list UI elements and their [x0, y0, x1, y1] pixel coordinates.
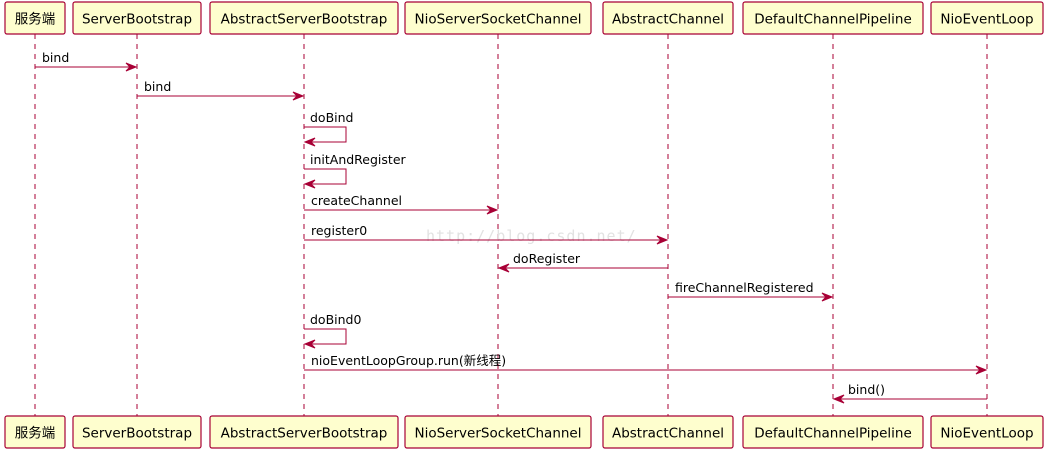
- message-arrow-line: [304, 126, 347, 143]
- participant-defaultchannelpipeline-bottom: DefaultChannelPipeline: [742, 415, 924, 449]
- message-label: bind: [144, 79, 171, 94]
- message-arrow-line: [304, 328, 347, 345]
- arrowhead: [303, 339, 316, 349]
- message-label: nioEventLoopGroup.run(新线程): [311, 353, 506, 368]
- arrowhead: [975, 365, 988, 375]
- participant-nioeventloop-top: NioEventLoop: [930, 1, 1044, 35]
- participant-server-top: 服务端: [4, 1, 66, 35]
- arrowhead: [497, 263, 510, 273]
- participant-label: AbstractChannel: [612, 12, 724, 28]
- message-label: doBind: [310, 110, 354, 125]
- participant-box: [404, 415, 592, 449]
- message-initandregister: initAndRegister: [303, 152, 407, 189]
- participant-serverbootstrap-bottom: ServerBootstrap: [72, 415, 202, 449]
- arrowhead: [292, 91, 305, 101]
- watermark-text: http://blog.csdn.net/: [426, 227, 637, 245]
- participant-label: NioServerSocketChannel: [415, 12, 582, 28]
- arrowhead: [486, 205, 499, 215]
- message-register0: register0: [304, 223, 669, 245]
- arrowhead: [303, 137, 316, 147]
- participant-box: [742, 1, 924, 35]
- message-dobind0: doBind0: [303, 312, 361, 349]
- message-label: bind(): [848, 382, 885, 397]
- message-label: fireChannelRegistered: [675, 280, 814, 295]
- message-bind: bind: [35, 50, 138, 72]
- participant-box: [742, 415, 924, 449]
- participant-box: [930, 415, 1044, 449]
- participant-box: [930, 1, 1044, 35]
- participant-server-bottom: 服务端: [4, 415, 66, 449]
- participant-box: [72, 415, 202, 449]
- arrowhead: [832, 394, 845, 404]
- participant-label: NioEventLoop: [940, 426, 1033, 442]
- arrowhead: [656, 235, 669, 245]
- message-label: initAndRegister: [310, 152, 407, 167]
- participant-box: [72, 1, 202, 35]
- participant-box: [404, 1, 592, 35]
- participant-box: [602, 415, 734, 449]
- message-arrow-line: [304, 168, 347, 185]
- participant-label: DefaultChannelPipeline: [754, 426, 912, 442]
- participant-label: 服务端: [15, 12, 56, 28]
- participant-abstractchannel-bottom: AbstractChannel: [602, 415, 734, 449]
- participant-abstractserverbootstrap-top: AbstractServerBootstrap: [209, 1, 399, 35]
- message-label: createChannel: [311, 193, 402, 208]
- message-label: register0: [311, 223, 367, 238]
- participant-box: [602, 1, 734, 35]
- participant-label: AbstractServerBootstrap: [221, 426, 388, 442]
- participant-label: 服务端: [15, 426, 56, 442]
- participant-box: [4, 415, 66, 449]
- arrowhead: [125, 62, 138, 72]
- participant-label: NioEventLoop: [940, 12, 1033, 28]
- arrowhead: [821, 292, 834, 302]
- participant-abstractserverbootstrap-bottom: AbstractServerBootstrap: [209, 415, 399, 449]
- participant-serverbootstrap-top: ServerBootstrap: [72, 1, 202, 35]
- participant-label: NioServerSocketChannel: [415, 426, 582, 442]
- message-nioeventloopgroup-run: nioEventLoopGroup.run(新线程): [304, 353, 988, 375]
- participant-nioeventloop-bottom: NioEventLoop: [930, 415, 1044, 449]
- message-label: doRegister: [513, 251, 581, 266]
- participant-abstractchannel-top: AbstractChannel: [602, 1, 734, 35]
- message-firechannelregistered: fireChannelRegistered: [668, 280, 834, 302]
- participant-box: [209, 415, 399, 449]
- message-bind: bind(): [832, 382, 987, 404]
- participant-box: [209, 1, 399, 35]
- message-doregister: doRegister: [497, 251, 668, 273]
- arrowhead: [303, 179, 316, 189]
- message-label: bind: [42, 50, 69, 65]
- participant-label: AbstractServerBootstrap: [221, 12, 388, 28]
- message-dobind: doBind: [303, 110, 354, 147]
- participant-defaultchannelpipeline-top: DefaultChannelPipeline: [742, 1, 924, 35]
- participant-nioserversocketchannel-bottom: NioServerSocketChannel: [404, 415, 592, 449]
- participant-label: DefaultChannelPipeline: [754, 12, 912, 28]
- message-bind: bind: [137, 79, 305, 101]
- participant-nioserversocketchannel-top: NioServerSocketChannel: [404, 1, 592, 35]
- message-label: doBind0: [310, 312, 361, 327]
- message-createchannel: createChannel: [304, 193, 499, 215]
- participant-label: ServerBootstrap: [82, 426, 192, 442]
- participant-label: ServerBootstrap: [82, 12, 192, 28]
- participant-box: [4, 1, 66, 35]
- participant-label: AbstractChannel: [612, 426, 724, 442]
